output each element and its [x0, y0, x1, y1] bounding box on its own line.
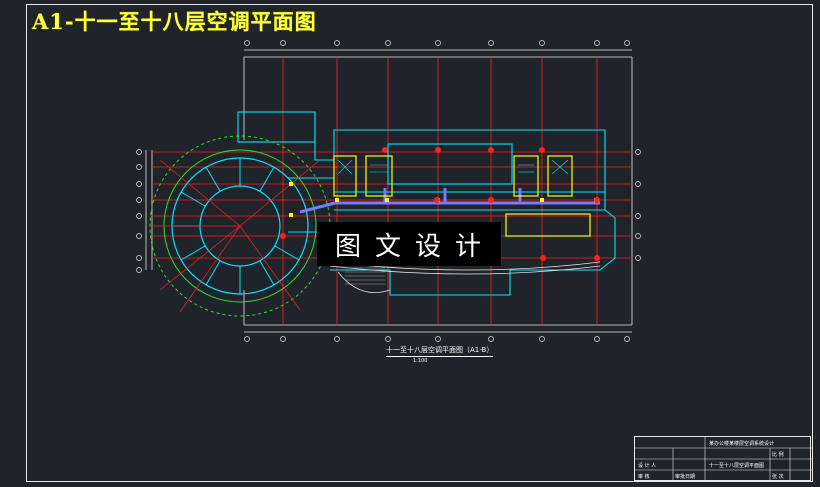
dimension-lines: [145, 49, 633, 333]
title-block-approver: 审批日期: [675, 474, 696, 480]
title-block-checker: 审 核: [638, 474, 650, 480]
core-walls: [333, 155, 591, 237]
axis-bubbles: [136, 40, 641, 342]
title-block-grid: [635, 437, 812, 482]
title-block: 某办公楼某楼层空调系统设计 设 计 人 审 核 审批日期 十一至十八层空调平面图…: [634, 436, 812, 482]
title-block-designer: 设 计 人: [638, 463, 657, 469]
drawing-title: A1-十一至十八层空调平面图: [32, 9, 317, 34]
hatched-bay: [345, 267, 385, 285]
watermark: 图文设计: [317, 222, 501, 266]
plan-caption: 十一至十八层空调平面图（A1-B）: [386, 345, 494, 357]
title-block-project: 某办公楼某楼层空调系统设计: [709, 441, 775, 447]
building-walls: [237, 111, 616, 296]
title-block-sheet-name: 十一至十八层空调平面图: [709, 463, 765, 469]
rotunda-axes: [150, 159, 321, 313]
drawing-frame: [26, 4, 813, 482]
title-block-sheet: 张 次: [772, 474, 784, 480]
canopy: [329, 261, 601, 294]
terminal-units: [280, 147, 600, 261]
plan-scale: 1:100: [413, 358, 428, 364]
title-block-scale: 比 例: [772, 452, 784, 458]
core-hatch: [337, 159, 569, 175]
duct-network: [299, 188, 600, 214]
